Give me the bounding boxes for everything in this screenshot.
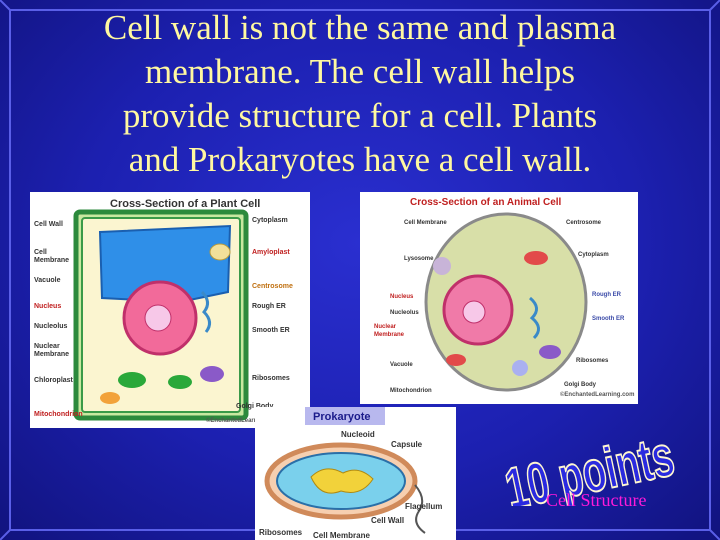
plant-cell-diagram: Cross-Section of a Plant Cell Cell Wall … [34,198,293,424]
plant-label: Chloroplast [34,377,74,384]
animal-label: Cell Membrane [404,220,447,226]
plant-label: Membrane [34,257,69,264]
animal-label: Golgi Body [564,382,597,388]
lysosome-shape [433,257,451,275]
title-line: and Prokaryotes have a cell wall. [128,140,592,179]
animal-label: Nucleus [390,294,414,300]
er-shape [528,296,540,340]
plant-label: Amyloplast [252,249,290,256]
plant-label: Cytoplasm [252,217,288,224]
plant-cell-title: Cross-Section of a Plant Cell [110,198,260,210]
animal-label: Mitochondrion [390,388,432,394]
mitochondrion-shape [100,392,120,404]
plant-label: Mitochondrion [34,411,83,418]
plant-label: Rough ER [252,303,286,310]
prokaryote-label: Capsule [391,440,423,449]
animal-label: Smooth ER [592,316,625,322]
animal-cell-panel: Cross-Section of an Animal Cell Cell Mem… [360,192,638,404]
rough-er-shape [200,290,211,333]
animal-cell-title: Cross-Section of an Animal Cell [410,197,562,208]
animal-label: Centrosome [566,220,602,226]
prokaryote-label: Cell Membrane [313,531,370,540]
animal-label: Rough ER [592,292,622,298]
prokaryote-title: Prokaryote [313,411,370,423]
animal-label: Cytoplasm [578,252,609,258]
plant-nucleolus [144,304,172,332]
category-label: Cell Structure [546,490,647,510]
prokaryote-panel: Prokaryote Nucleoid Capsule Flagellum Ce… [255,407,456,540]
chloroplast-shape [168,375,192,389]
title-line: membrane. The cell wall helps [145,52,575,91]
plant-label: Membrane [34,351,69,358]
title-line: Cell wall is not the same and plasma [103,8,617,47]
plant-cell-panel: Cross-Section of a Plant Cell Cell Wall … [30,192,310,428]
nucleoid-shape [310,468,374,494]
prokaryote-label: Cell Wall [371,516,404,525]
animal-label: Membrane [374,332,405,338]
flagellum-shape [414,484,426,534]
mitochondrion-shape [446,354,466,366]
plant-label: Vacuole [34,277,61,284]
animal-label: Nucleolus [390,310,419,316]
prokaryote-diagram: Prokaryote Nucleoid Capsule Flagellum Ce… [259,407,442,540]
plant-label: Cell Wall [34,221,63,228]
vacuole-shape [98,224,232,304]
slide-title: Cell wall is not the same and plasma mem… [20,6,700,182]
plant-label: Ribosomes [252,375,290,382]
animal-credit: ©EnchantedLearning.com [560,391,634,398]
title-line: provide structure for a cell. Plants [122,96,598,135]
plant-label: Golgi Body [236,403,273,410]
plant-label: Nucleus [34,303,61,310]
chloroplast-shape [118,372,146,388]
animal-label: Vacuole [390,362,413,368]
golgi-shape [539,345,561,359]
mitochondrion-shape [524,251,548,265]
points-graphic: 10 points [499,422,678,506]
plant-label: Nucleolus [34,323,68,330]
prokaryote-label: Ribosomes [259,528,303,537]
plant-label: Centrosome [252,283,293,290]
amyloplast-shape [209,243,231,261]
animal-label: Ribosomes [576,358,609,364]
plant-label: Smooth ER [252,327,290,334]
animal-label: Nuclear [374,324,397,330]
animal-cell-diagram: Cross-Section of an Animal Cell Cell Mem… [374,197,634,398]
plant-credit: ©EnchantedLearning.com [206,417,280,424]
prokaryote-label: Nucleoid [341,430,375,439]
plant-label: Cell [34,249,47,256]
animal-label: Lysosome [404,256,434,262]
prokaryote-title-bar [305,407,385,425]
golgi-shape [200,366,224,382]
plant-label: Nuclear [34,343,60,350]
vacuole-shape [512,360,528,376]
prokaryote-label: Flagellum [405,502,442,511]
animal-nucleolus [462,300,486,324]
